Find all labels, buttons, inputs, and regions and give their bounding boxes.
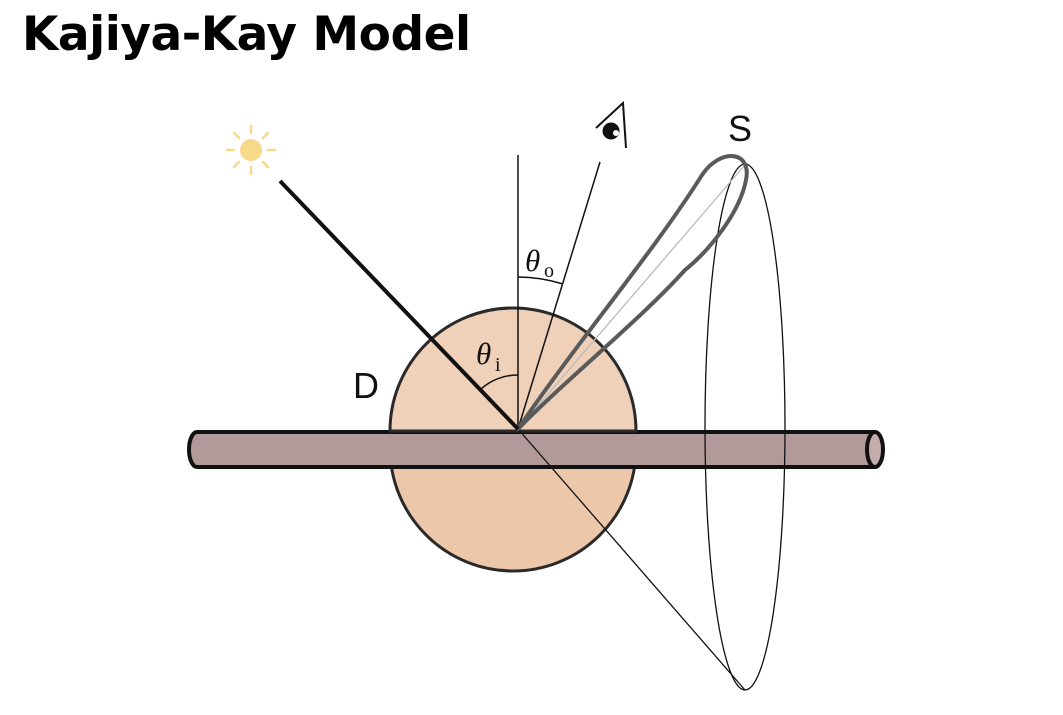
cone-line-lower xyxy=(517,428,746,691)
hair-strand xyxy=(187,430,885,469)
specular-cone-ellipse xyxy=(704,163,786,691)
diffuse-circle-lower xyxy=(388,446,638,573)
view-direction-line xyxy=(517,161,601,430)
diffuse-circle-upper xyxy=(388,306,638,433)
theta-o-symbol: θ xyxy=(525,243,540,278)
cone-line-upper xyxy=(517,165,745,430)
specular-lobe xyxy=(516,154,749,431)
theta-o-subscript: o xyxy=(544,260,554,282)
theta-o-arc xyxy=(517,276,564,285)
sun-icon xyxy=(225,124,277,176)
light-ray xyxy=(278,179,520,431)
theta-i-arc xyxy=(479,374,519,391)
slide-title: Kajiya-Kay Model xyxy=(22,7,471,62)
theta-i-subscript: i xyxy=(495,354,501,376)
label-diffuse: D xyxy=(353,365,379,406)
theta-i-symbol: θ xyxy=(476,336,491,371)
eye-icon xyxy=(595,100,627,149)
label-specular: S xyxy=(728,108,752,149)
